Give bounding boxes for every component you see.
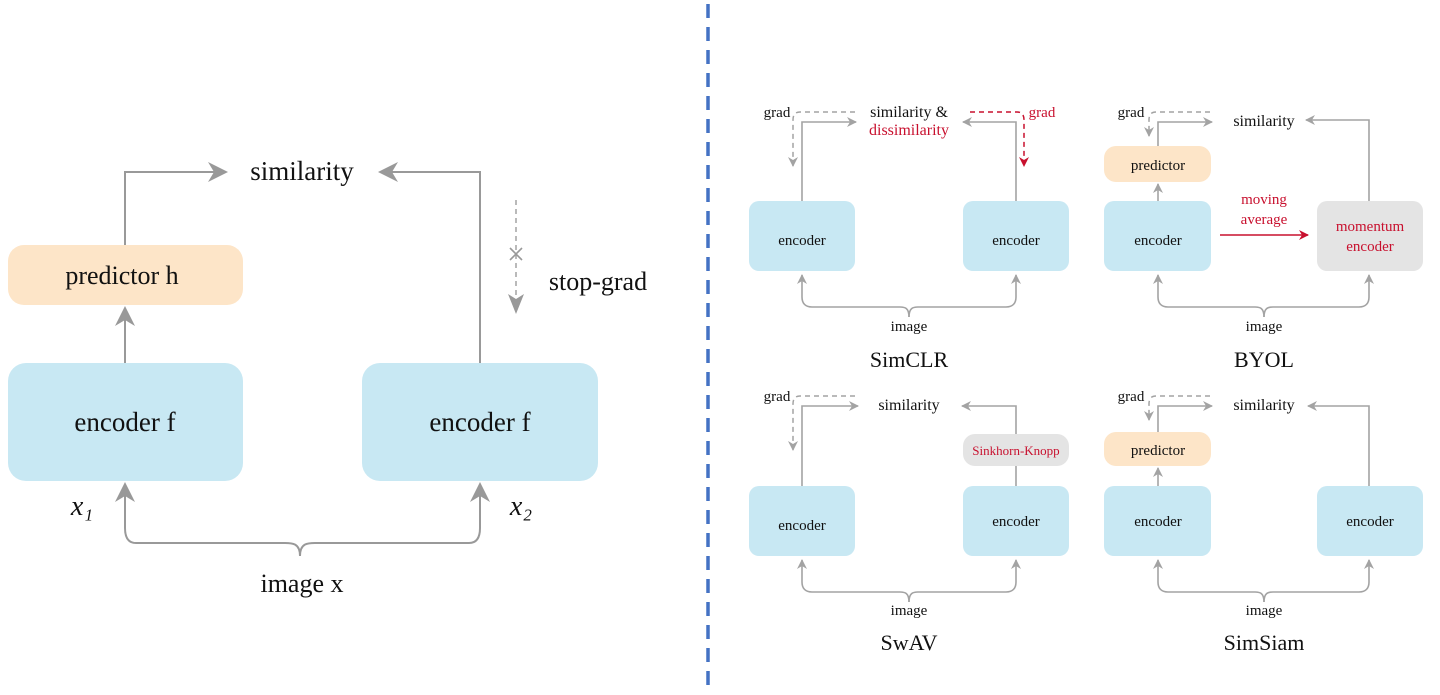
simsiam-encoder-right-box xyxy=(1317,486,1423,556)
simsiam-arrow-left-up xyxy=(1157,401,1213,432)
byol-encoder-box xyxy=(1104,201,1211,271)
simsiam-image-arrow-left xyxy=(1153,559,1265,603)
simclr-arrow-right-up xyxy=(962,117,1017,201)
main-predictor-box xyxy=(8,245,243,305)
swav-similarity-label: similarity xyxy=(878,397,939,414)
simsiam-grad-label: grad xyxy=(1118,389,1145,405)
byol-image-arrow-left xyxy=(1153,274,1265,318)
swav-image-arrow-left xyxy=(797,559,910,603)
byol-momentum-encoder-box xyxy=(1317,201,1423,271)
simsiam-encoder-left-label: encoder xyxy=(1134,514,1181,530)
main-encoder-left-label: encoder f xyxy=(74,407,175,437)
x1-label: x₁ xyxy=(70,491,93,522)
byol-grad-label: grad xyxy=(1118,105,1145,121)
simclr-image-label: image xyxy=(891,319,928,335)
swav-grad-label: grad xyxy=(764,389,791,405)
stop-grad-cross-icon xyxy=(509,247,523,261)
simclr-encoder-right-label: encoder xyxy=(992,233,1039,249)
simclr-encoder-left-label: encoder xyxy=(778,233,825,249)
simsiam-image-arrow-right xyxy=(1263,559,1374,603)
simsiam-arrow-right-up xyxy=(1307,401,1370,486)
byol-image-arrow-right xyxy=(1263,274,1374,318)
swav-encoder-left-box xyxy=(749,486,855,556)
simsiam-predictor-label: predictor xyxy=(1131,443,1185,459)
simclr-grad-left-arrow xyxy=(788,111,855,167)
swav-encoder-right-label: encoder xyxy=(992,514,1039,530)
simclr-dissimilarity-label: dissimilarity xyxy=(869,122,949,139)
byol-arrow-left-up xyxy=(1157,117,1213,146)
simsiam-encoder-left-box xyxy=(1104,486,1211,556)
simclr-grad-left-label: grad xyxy=(764,105,791,121)
byol-momentum-label: momentum xyxy=(1336,219,1405,235)
stop-grad-arrowhead xyxy=(508,294,524,314)
byol-encoder-label: encoder xyxy=(1134,233,1181,249)
simclr-diagram: grad similarity & dissimilarity grad enc… xyxy=(749,104,1069,372)
simclr-title: SimCLR xyxy=(870,347,949,372)
simsiam-grad-arrow xyxy=(1144,395,1210,421)
swav-encoder-left-label: encoder xyxy=(778,518,825,534)
main-predictor-label: predictor h xyxy=(65,261,178,290)
main-encoder-left-box xyxy=(8,363,243,481)
arrow-right-to-similarity xyxy=(378,162,481,363)
byol-image-label: image xyxy=(1246,319,1283,335)
simsiam-similarity-label: similarity xyxy=(1233,397,1294,414)
byol-momentum-encoder-label: encoder xyxy=(1346,239,1393,255)
byol-average-label: average xyxy=(1241,212,1288,228)
simclr-arrow-left-up xyxy=(801,117,857,201)
main-encoder-right-box xyxy=(362,363,598,481)
main-encoder-right-label: encoder f xyxy=(429,407,530,437)
swav-encoder-right-box xyxy=(963,486,1069,556)
simclr-image-arrow-right xyxy=(908,274,1021,318)
arrow-left-to-similarity xyxy=(124,162,228,245)
swav-sinkhorn-label: Sinkhorn-Knopp xyxy=(972,443,1059,458)
byol-predictor-label: predictor xyxy=(1131,158,1185,174)
swav-title: SwAV xyxy=(880,630,937,655)
byol-moving-label: moving xyxy=(1241,192,1287,208)
x2-label: x₂ xyxy=(509,491,532,522)
arrow-image-to-x1 xyxy=(115,482,301,557)
swav-grad-arrow xyxy=(788,395,855,451)
simsiam-title: SimSiam xyxy=(1224,630,1305,655)
simclr-encoder-left-box xyxy=(749,201,855,271)
simsiam-encoder-right-label: encoder xyxy=(1346,514,1393,530)
simclr-grad-right-arrow xyxy=(970,111,1029,167)
simclr-encoder-right-box xyxy=(963,201,1069,271)
main-similarity-label: similarity xyxy=(250,156,354,186)
swav-arrow-left-up xyxy=(801,401,859,486)
swav-image-arrow-right xyxy=(908,559,1021,603)
byol-diagram: grad similarity predictor encoder moving… xyxy=(1104,105,1423,372)
main-image-label: image x xyxy=(260,569,343,598)
swav-diagram: grad similarity Sinkhorn-Knopp encoder e… xyxy=(749,389,1069,655)
simsiam-predictor-box xyxy=(1104,432,1211,466)
simsiam-diagram: grad similarity predictor encoder encode… xyxy=(1104,389,1423,655)
main-diagram: similarity predictor h encoder f encoder… xyxy=(8,156,647,598)
byol-grad-arrow xyxy=(1144,111,1210,137)
simsiam-image-label: image xyxy=(1246,603,1283,619)
byol-title: BYOL xyxy=(1234,347,1294,372)
byol-arrow-right-up xyxy=(1305,115,1370,201)
swav-image-label: image xyxy=(891,603,928,619)
arrow-image-to-x2 xyxy=(299,482,490,557)
byol-predictor-box xyxy=(1104,146,1211,182)
swav-sinkhorn-box xyxy=(963,434,1069,466)
simclr-similarity-label: similarity & xyxy=(870,104,948,121)
byol-similarity-label: similarity xyxy=(1233,113,1294,130)
simclr-grad-right-label: grad xyxy=(1029,105,1056,121)
simclr-image-arrow-left xyxy=(797,274,910,318)
stop-grad-label: stop-grad xyxy=(549,267,647,296)
